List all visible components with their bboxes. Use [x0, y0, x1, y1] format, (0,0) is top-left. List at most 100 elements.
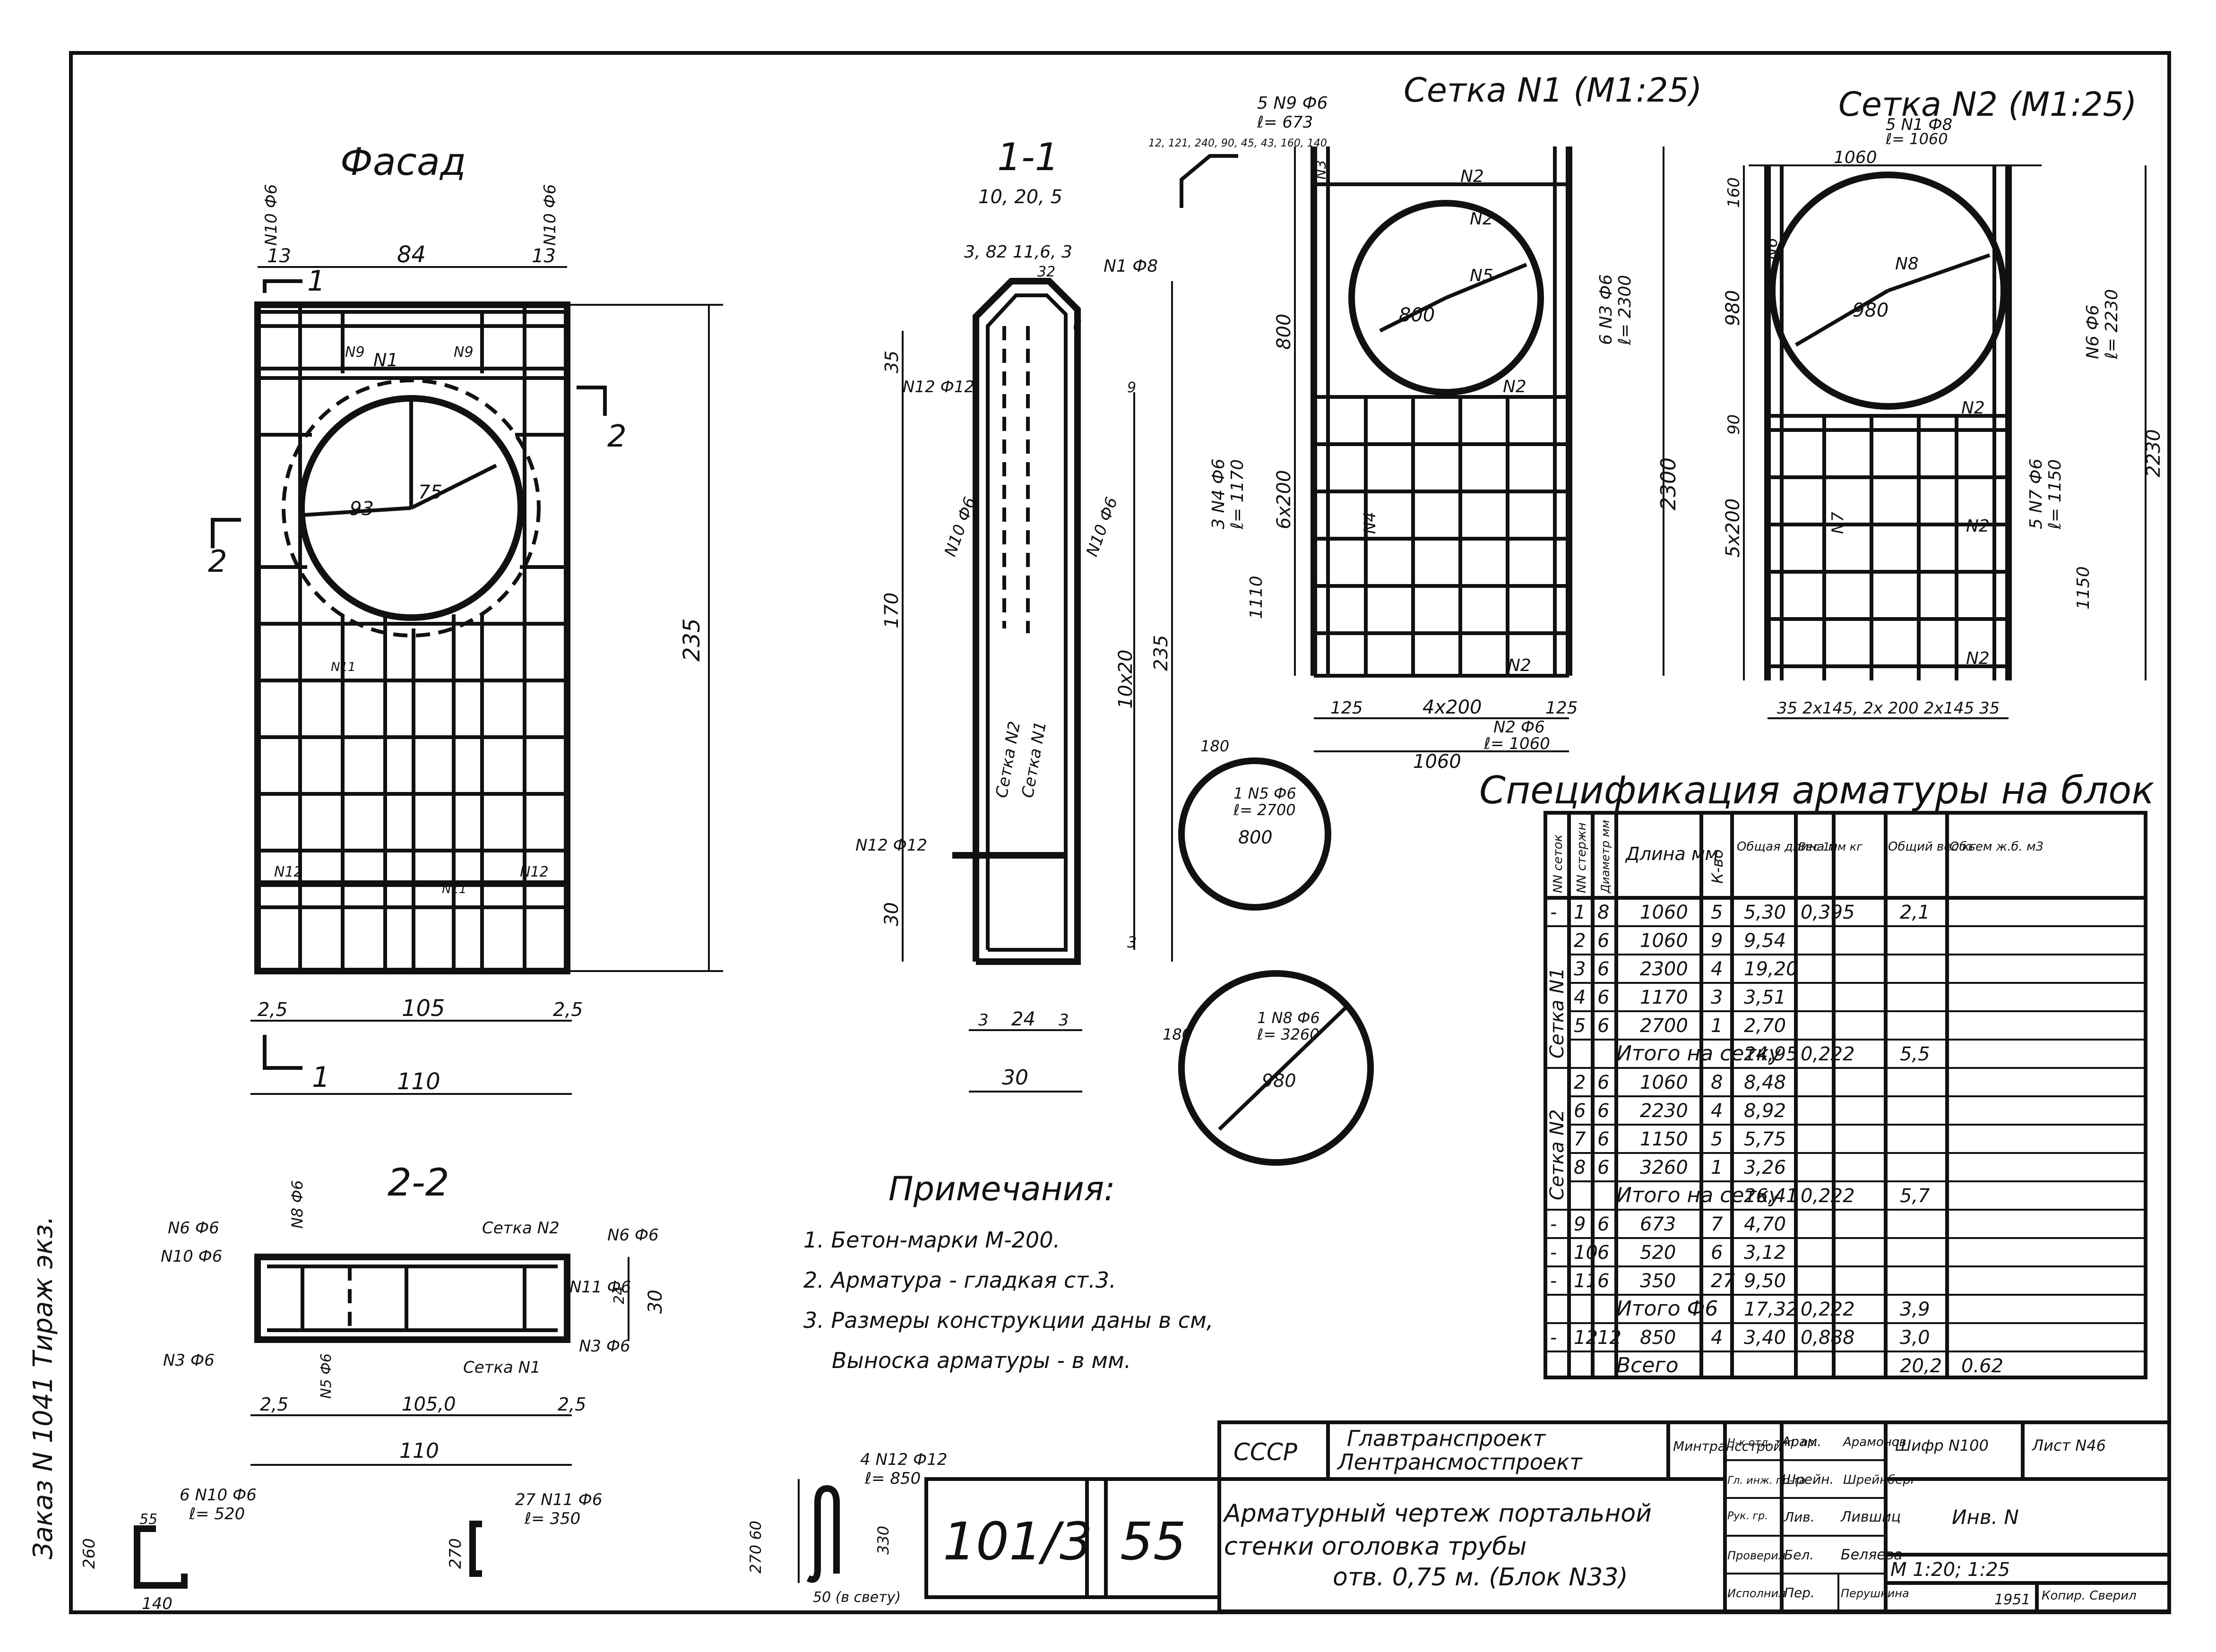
sec22-d30: 30	[645, 1290, 666, 1314]
title-block: СССР Главтранспроект Лентрансмостпроект …	[924, 1420, 2171, 1613]
stamp-checked: Копир. Сверил	[2042, 1589, 2137, 1603]
mesh1-n3bar: 6 N3 Ф6	[1596, 274, 1616, 345]
stamp-year: 1951	[1994, 1592, 2030, 1608]
mesh1-n2-mid: N2	[1470, 209, 1493, 229]
stamp-page: 55	[1120, 1511, 1186, 1572]
mesh2-callout: 5 N1 Ф8	[1886, 115, 1952, 134]
stamp-name3: Лившиц	[1840, 1509, 1901, 1525]
spec-cell: 3,51	[1744, 987, 1786, 1008]
sec11-b3a: 3	[978, 1011, 989, 1030]
mesh2-d2230: 2230	[2143, 429, 2164, 477]
sec22-b25b: 2,5	[558, 1394, 586, 1415]
stamp-title1: Арматурный чертеж портальной	[1223, 1499, 1652, 1528]
spec-cell: 1	[1711, 1015, 1723, 1037]
sec11-d10x20: 10x20	[1115, 650, 1137, 709]
stamp-sig2: Шрейн.	[1782, 1471, 1834, 1487]
sec22-n3a: N3 Ф6	[163, 1351, 215, 1370]
spec-cell: 10	[1574, 1242, 1598, 1264]
ring-details: 180 1 N5 Ф6 ℓ= 2700 800 180 1 N8 Ф6 ℓ= 3…	[1163, 737, 1374, 1166]
spec-cell: -	[1550, 1242, 1557, 1264]
ring1-gap: 180	[1200, 737, 1229, 755]
spec-cell: 1150	[1640, 1128, 1688, 1150]
spec-cell: Итого на сетку	[1616, 1183, 1782, 1207]
spec-title: Спецификация арматуры на блок	[1479, 768, 2155, 812]
mesh2-n6: N6	[1762, 238, 1781, 260]
mesh2-d980v: 980	[1722, 290, 1744, 326]
spec-cell: 4,70	[1744, 1213, 1786, 1235]
mesh2-d5x200: 5x200	[1722, 499, 1744, 558]
spec-cell: 2300	[1640, 958, 1688, 980]
spec-cell: 7	[1711, 1213, 1723, 1235]
sec22-n5: N5 Ф6	[318, 1353, 335, 1399]
mesh1-n2-top: N2	[1460, 167, 1484, 186]
mesh1-n2-low: N2	[1503, 377, 1526, 396]
mesh1-title: Сетка N1 (M1:25)	[1404, 71, 1702, 110]
sheet-border	[69, 51, 2171, 1614]
bar10-title: 6 N10 Ф6	[180, 1486, 257, 1505]
spec-cell: 673	[1640, 1213, 1676, 1235]
mesh1-n2-bottom: N2	[1508, 656, 1531, 675]
mesh1-n2l: ℓ= 1060	[1483, 734, 1550, 753]
sec22-mesh2: Сетка N2	[482, 1219, 560, 1238]
spec-cell: 20,2	[1900, 1355, 1942, 1377]
facade-n9b: N9	[454, 344, 474, 361]
mesh1-b1060: 1060	[1413, 751, 1461, 773]
spec-cell: 5,7	[1900, 1185, 1930, 1207]
stamp-name1: Арамонов	[1842, 1435, 1906, 1449]
spec-table: Спецификация арматуры на блок NN сеток	[1479, 768, 2155, 1379]
spec-cell: 6	[1597, 1270, 1609, 1292]
spec-cell: 850	[1640, 1327, 1676, 1349]
ring1-len: ℓ= 2700	[1233, 801, 1296, 819]
spec-cell: 2230	[1640, 1100, 1688, 1122]
ring1-title: 1 N5 Ф6	[1233, 784, 1296, 802]
facade-r75: 75	[418, 482, 442, 503]
ring2-len: ℓ= 3260	[1257, 1025, 1319, 1043]
stamp-cipher: Шифр N100	[1895, 1437, 1989, 1454]
sec11-b24: 24	[1011, 1008, 1035, 1030]
spec-cell: 6	[1597, 1015, 1609, 1037]
spec-cell: 0,888	[1801, 1327, 1855, 1349]
side-note-svg: Заказ N 1041 Тираж экз.	[28, 1216, 59, 1559]
spec-cell: 12	[1597, 1327, 1621, 1349]
spec-cell: 5,5	[1900, 1043, 1930, 1065]
mesh1-n4bar: 3 N4 Ф6	[1209, 458, 1228, 529]
mesh-2: Сетка N2 (M1:25) 5 N1 Ф8 ℓ= 1060 1060 98…	[1722, 85, 2164, 719]
facade-cut1-bottom: 1	[312, 1061, 330, 1094]
spec-cell: 2700	[1640, 1015, 1688, 1037]
mesh1-b125b: 125	[1545, 698, 1578, 718]
mesh1-d800v: 800	[1273, 314, 1295, 350]
side-note: Заказ N 1041 Тираж экз.	[19, 888, 66, 1597]
sec22-title: 2-2	[388, 1161, 449, 1205]
sec11-b3b: 3	[1059, 1011, 1069, 1030]
spec-cell: 6	[1597, 958, 1609, 980]
stamp-sheet: Лист N46	[2032, 1437, 2106, 1454]
spec-cell: 6	[1597, 1213, 1609, 1235]
mesh2-d90: 90	[1725, 414, 1743, 435]
spec-cell: 7	[1574, 1128, 1586, 1150]
spec-cell: 6	[1597, 1100, 1609, 1122]
bar11-a: 270	[446, 1538, 465, 1569]
spec-cell: 3,12	[1744, 1242, 1786, 1264]
spec-cell: 17,32	[1744, 1299, 1798, 1320]
mesh1-b125a: 125	[1330, 698, 1363, 718]
mesh1-n5: N5	[1470, 266, 1493, 285]
facade-dim-25b: 2,5	[553, 999, 583, 1021]
spec-cell: 6	[1597, 1157, 1609, 1179]
stamp-sig5: Пер.	[1784, 1585, 1815, 1600]
facade-n12a: N12	[274, 864, 303, 880]
spec-cell: 9	[1574, 1213, 1586, 1235]
mesh2-d160: 160	[1725, 177, 1743, 208]
mesh2-n2-a: N2	[1961, 398, 1985, 418]
facade-view: Фасад 93 75	[208, 140, 723, 1095]
mesh2-title: Сетка N2 (M1:25)	[1838, 85, 2137, 124]
spec-cell: 0,222	[1801, 1185, 1855, 1207]
mesh1-n2bar: N2 Ф6	[1493, 718, 1545, 737]
spec-cell: 9	[1711, 930, 1723, 952]
spec-cell: 5	[1574, 1015, 1586, 1037]
mesh1-n4l: ℓ= 1170	[1228, 459, 1247, 530]
bar12-title: 4 N12 Ф12	[860, 1450, 947, 1469]
facade-n11b: N11	[442, 882, 467, 896]
mesh1-d1110: 1110	[1247, 576, 1266, 619]
mesh-1: Сетка N1 (M1:25) 5 N9 Ф6 ℓ= 673 12, 121,…	[1148, 71, 1702, 773]
